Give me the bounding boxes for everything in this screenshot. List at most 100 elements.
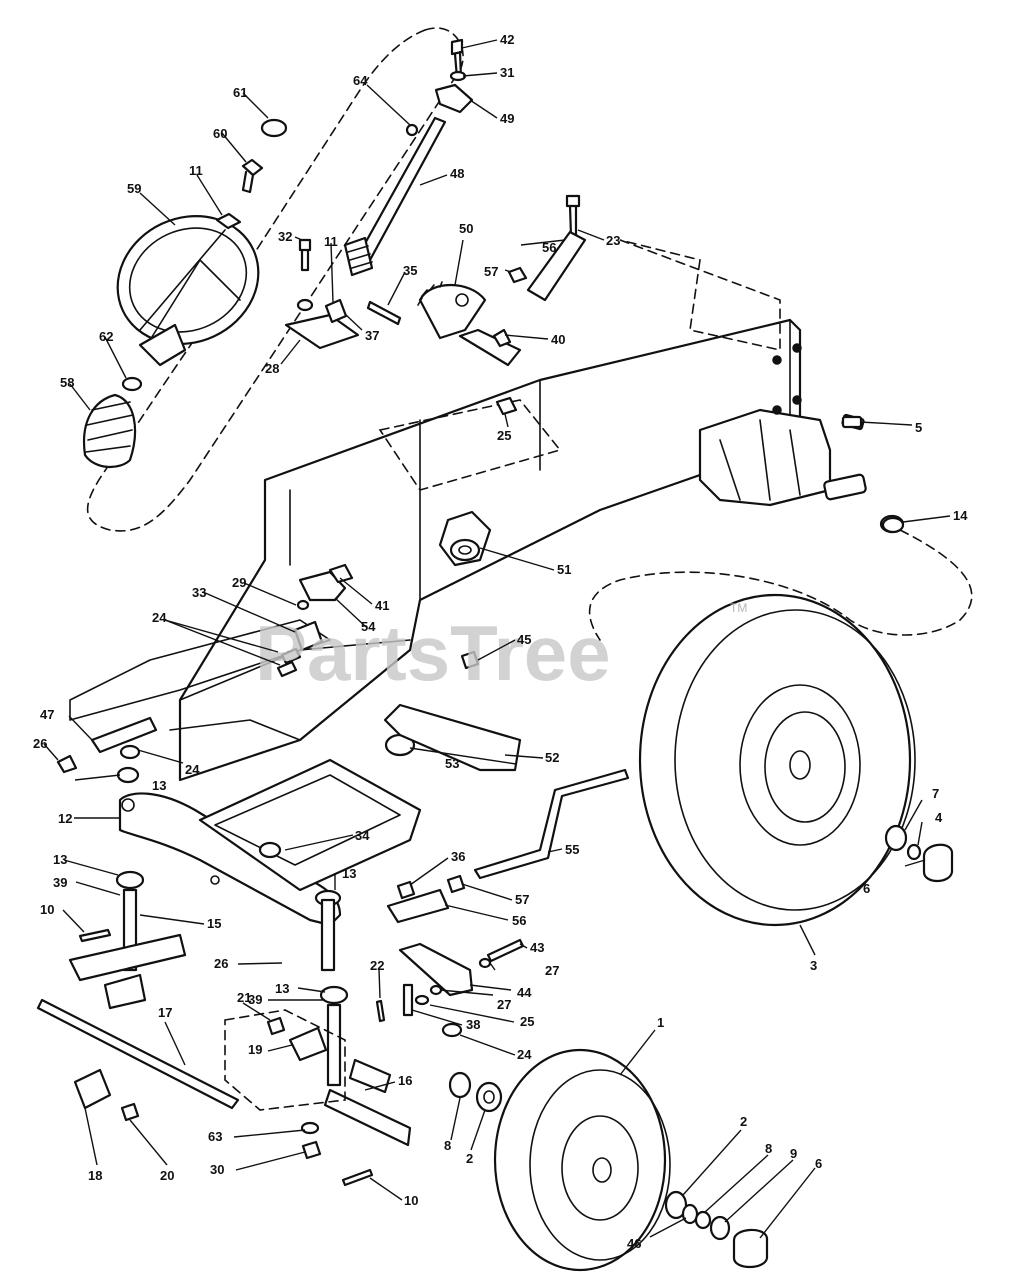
bracket-28 bbox=[284, 313, 360, 350]
part-label-48: 48 bbox=[450, 166, 464, 181]
watermark: PartsTree bbox=[255, 609, 611, 697]
part-label-15: 15 bbox=[207, 916, 221, 931]
part-label-18: 18 bbox=[88, 1168, 102, 1183]
washer-63 bbox=[300, 1121, 320, 1135]
part-label-60: 60 bbox=[213, 126, 227, 141]
key-5 bbox=[841, 415, 863, 429]
bracket-49 bbox=[434, 83, 474, 114]
part-label-39b: 39 bbox=[248, 992, 262, 1007]
rod-end-19 bbox=[288, 1026, 328, 1062]
part-label-56b: 56 bbox=[512, 913, 526, 928]
pivot-bushing-51 bbox=[438, 510, 492, 567]
part-label-64: 64 bbox=[353, 73, 368, 88]
pin-35 bbox=[366, 300, 402, 326]
steering-shaft bbox=[343, 116, 447, 277]
part-label-43: 43 bbox=[530, 940, 544, 955]
part-label-49: 49 bbox=[500, 111, 514, 126]
part-label-35: 35 bbox=[403, 263, 417, 278]
part-label-25a: 25 bbox=[497, 428, 511, 443]
part-label-5: 5 bbox=[915, 420, 922, 435]
part-label-53: 53 bbox=[445, 756, 459, 771]
sector-gear bbox=[417, 281, 522, 367]
cotter-pin-10b bbox=[341, 1168, 374, 1187]
nut-57b bbox=[446, 874, 466, 894]
part-label-52: 52 bbox=[545, 750, 559, 765]
rear-wheel bbox=[638, 593, 916, 927]
part-label-11b: 11 bbox=[324, 234, 338, 249]
nut-25-top bbox=[495, 396, 518, 416]
part-label-44: 44 bbox=[517, 985, 532, 1000]
pin-22 bbox=[375, 999, 386, 1023]
part-label-57b: 57 bbox=[515, 892, 529, 907]
part-label-55: 55 bbox=[565, 842, 579, 857]
part-label-56a: 56 bbox=[542, 240, 556, 255]
part-label-37: 37 bbox=[365, 328, 379, 343]
part-label-6a: 6 bbox=[863, 881, 870, 896]
part-label-1: 1 bbox=[657, 1015, 664, 1030]
nut-11 bbox=[296, 298, 314, 312]
part-label-2a: 2 bbox=[466, 1151, 473, 1166]
bushing-33 bbox=[293, 620, 324, 652]
part-label-40: 40 bbox=[551, 332, 565, 347]
part-label-2b: 2 bbox=[740, 1114, 747, 1129]
part-label-13c: 13 bbox=[342, 866, 356, 881]
part-label-41: 41 bbox=[375, 598, 389, 613]
part-label-21: 21 bbox=[237, 990, 251, 1005]
bushing-13a bbox=[116, 766, 140, 784]
part-label-32: 32 bbox=[278, 229, 292, 244]
part-label-30: 30 bbox=[210, 1162, 224, 1177]
part-label-13a: 13 bbox=[152, 778, 166, 793]
washer-9 bbox=[709, 1215, 731, 1241]
part-label-24c: 24 bbox=[517, 1047, 532, 1062]
washer-27b bbox=[429, 984, 443, 996]
grease-fitting-26 bbox=[56, 754, 78, 774]
bolt-42 bbox=[450, 38, 464, 80]
part-label-28: 28 bbox=[265, 361, 279, 376]
part-label-33: 33 bbox=[192, 585, 206, 600]
tie-rod-17 bbox=[36, 998, 240, 1110]
part-label-61: 61 bbox=[233, 85, 247, 100]
bolt-60 bbox=[241, 158, 264, 194]
part-label-8b: 8 bbox=[765, 1141, 772, 1156]
part-label-10a: 10 bbox=[40, 902, 54, 917]
pin-38 bbox=[402, 983, 414, 1017]
washer-62 bbox=[121, 376, 143, 392]
part-label-13d: 13 bbox=[275, 981, 289, 996]
part-label-17: 17 bbox=[158, 1005, 172, 1020]
watermark-tm: TM bbox=[730, 601, 747, 615]
front-axle bbox=[118, 758, 422, 927]
part-label-12: 12 bbox=[58, 811, 72, 826]
nut-11-top bbox=[215, 212, 242, 230]
bearing-2b bbox=[664, 1190, 688, 1220]
rear-axle-outline bbox=[588, 529, 973, 641]
part-label-45: 45 bbox=[517, 632, 531, 647]
cap-6b bbox=[732, 1228, 769, 1269]
part-label-11a: 11 bbox=[189, 163, 203, 178]
part-label-47: 47 bbox=[40, 707, 54, 722]
nut-29 bbox=[296, 599, 310, 611]
part-label-26a: 26 bbox=[33, 736, 47, 751]
cap-61 bbox=[260, 118, 288, 138]
cotter-pin-10a bbox=[78, 928, 112, 943]
part-label-54: 54 bbox=[361, 619, 376, 634]
part-labels: 42 31 49 64 61 60 11 59 48 32 11 50 23 5… bbox=[33, 32, 968, 1251]
part-label-4: 4 bbox=[935, 810, 943, 825]
part-label-26b: 26 bbox=[214, 956, 228, 971]
part-label-46: 46 bbox=[627, 1236, 641, 1251]
steering-arm-44 bbox=[398, 942, 474, 997]
part-label-20: 20 bbox=[160, 1168, 174, 1183]
part-label-13b: 13 bbox=[53, 852, 67, 867]
clip-4 bbox=[906, 843, 922, 861]
nut-57-top bbox=[507, 266, 528, 284]
part-label-57a: 57 bbox=[484, 264, 498, 279]
steering-boot bbox=[82, 393, 137, 468]
bracket-54 bbox=[298, 570, 347, 602]
washer-24b bbox=[119, 744, 141, 760]
washer-7 bbox=[884, 824, 908, 852]
main-frame bbox=[69, 239, 802, 782]
part-label-9: 9 bbox=[790, 1146, 797, 1161]
part-label-42: 42 bbox=[500, 32, 514, 47]
bolt-23 bbox=[565, 194, 581, 238]
nut-21 bbox=[266, 1016, 286, 1036]
bolt-32 bbox=[298, 238, 312, 272]
